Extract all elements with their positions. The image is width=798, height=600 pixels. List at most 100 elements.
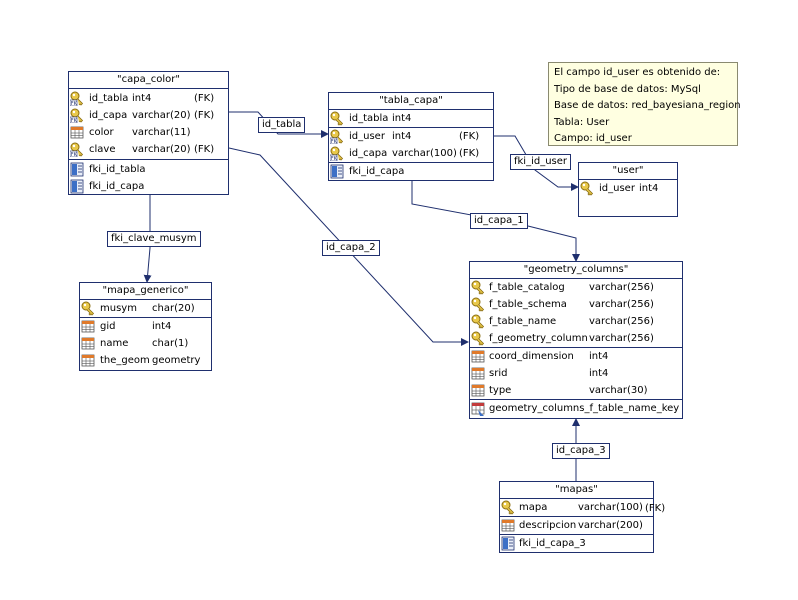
index-row[interactable]: fki_id_tabla: [69, 161, 228, 178]
relation-label-id-capa-3[interactable]: id_capa_3: [552, 443, 610, 459]
table-title: "tabla_capa": [329, 93, 493, 110]
column-row[interactable]: f_table_schema varchar(256): [470, 296, 682, 313]
column-icon: [471, 349, 485, 364]
column-name: gid: [100, 321, 116, 332]
column-key: (FK): [194, 144, 215, 155]
note-line: Tabla: User: [554, 116, 610, 128]
table-title: "mapa_generico": [80, 283, 211, 300]
column-type: varchar(20): [132, 110, 191, 121]
column-name: the_geom: [100, 355, 150, 366]
column-icon: [471, 383, 485, 398]
index-name: fki_id_capa: [89, 181, 145, 192]
column-row[interactable]: musym char(20): [80, 300, 211, 318]
relation-label-id-capa-1[interactable]: id_capa_1: [470, 213, 528, 229]
column-row[interactable]: f_geometry_column varchar(256): [470, 330, 682, 347]
note-line: Base de datos: red_bayesiana_region: [554, 100, 741, 111]
relation-label-fki-id-user[interactable]: fki_id_user: [510, 154, 572, 170]
table-title: "geometry_columns": [470, 262, 682, 279]
column-name: f_table_schema: [489, 299, 567, 310]
key-icon: [580, 181, 594, 196]
column-name: f_table_name: [489, 316, 557, 327]
column-type: varchar(256): [589, 316, 654, 327]
column-name: id_user: [349, 131, 385, 142]
key-icon: [81, 301, 95, 316]
column-key: (FK): [194, 110, 215, 121]
unique-constraint-icon: [471, 401, 485, 416]
index-name: fki_id_capa_3: [519, 538, 586, 549]
table-mapa-generico[interactable]: "mapa_generico" musym char(20) gid int4 …: [79, 282, 212, 371]
column-name: descripcion: [519, 520, 577, 531]
column-row[interactable]: f_table_catalog varchar(256): [470, 279, 682, 296]
column-row[interactable]: gid int4: [80, 318, 211, 335]
column-row[interactable]: id_tabla int4 (FK): [69, 90, 228, 107]
table-title: "mapas": [500, 482, 653, 499]
column-icon: [81, 319, 95, 334]
index-name: fki_id_capa: [349, 166, 405, 177]
column-row[interactable]: mapa varchar(100): [500, 499, 653, 517]
constraint-row[interactable]: geometry_columns_f_table_name_key: [470, 400, 682, 417]
column-key: (FK): [645, 503, 666, 514]
key-fk-icon: [70, 142, 84, 157]
column-key: (FK): [194, 93, 215, 104]
column-row[interactable]: clave varchar(20) (FK): [69, 141, 228, 158]
column-name: id_capa: [349, 148, 388, 159]
table-title: "capa_color": [69, 72, 228, 89]
column-key: (FK): [459, 131, 480, 142]
table-title: "user": [579, 163, 677, 180]
column-type: int4: [392, 113, 412, 124]
column-name: id_user: [599, 183, 635, 194]
column-type: varchar(20): [132, 144, 191, 155]
column-key: (FK): [459, 148, 480, 159]
key-icon: [471, 314, 485, 329]
column-name: color: [89, 127, 114, 138]
column-row[interactable]: descripcion varchar(200): [500, 517, 653, 534]
column-name: id_tabla: [89, 93, 129, 104]
column-type: int4: [392, 131, 412, 142]
column-row[interactable]: f_table_name varchar(256): [470, 313, 682, 330]
column-row[interactable]: id_capa varchar(20) (FK): [69, 107, 228, 124]
column-row[interactable]: coord_dimension int4: [470, 348, 682, 365]
table-tabla-capa[interactable]: "tabla_capa" id_tabla int4 id_user int4 …: [328, 92, 494, 181]
column-row[interactable]: id_user int4: [579, 180, 677, 197]
key-icon: [330, 111, 344, 126]
column-icon: [471, 366, 485, 381]
index-row[interactable]: fki_id_capa_3: [500, 535, 653, 552]
column-row[interactable]: type varchar(30): [470, 382, 682, 399]
key-icon: [471, 331, 485, 346]
column-name: type: [489, 385, 512, 396]
column-type: int4: [589, 351, 609, 362]
column-type: geometry: [152, 355, 201, 366]
relation-label-id-capa-2[interactable]: id_capa_2: [322, 240, 380, 256]
line-fki-id-user: [494, 135, 579, 191]
key-fk-icon: [330, 129, 344, 144]
table-mapas[interactable]: "mapas" mapa varchar(100) descripcion va…: [499, 481, 654, 553]
relation-label-fki-clave-musym[interactable]: fki_clave_musym: [107, 231, 201, 247]
info-note[interactable]: El campo id_user es obtenido de: Tipo de…: [548, 62, 741, 146]
key-fk-icon: [330, 146, 344, 161]
column-name: mapa: [519, 502, 548, 513]
column-row[interactable]: id_user int4 (FK): [329, 128, 493, 145]
index-icon: [70, 179, 84, 194]
relation-label-id-tabla[interactable]: id_tabla: [258, 117, 306, 133]
table-capa-color[interactable]: "capa_color" id_tabla int4 (FK) id_capa …: [68, 71, 229, 195]
column-icon: [70, 125, 84, 140]
column-row[interactable]: name char(1): [80, 335, 211, 352]
table-user[interactable]: "user" id_user int4: [578, 162, 678, 217]
column-icon: [81, 336, 95, 351]
column-row[interactable]: srid int4: [470, 365, 682, 382]
table-geometry-columns[interactable]: "geometry_columns" f_table_catalog varch…: [469, 261, 683, 419]
index-row[interactable]: fki_id_capa: [329, 163, 493, 180]
index-row[interactable]: fki_id_capa: [69, 178, 228, 195]
column-type: char(1): [152, 338, 189, 349]
column-row[interactable]: the_geom geometry: [80, 352, 211, 369]
line-fki-clave-musym: [143, 195, 152, 283]
column-name: srid: [489, 368, 508, 379]
column-type: varchar(256): [589, 333, 654, 344]
column-row[interactable]: id_capa varchar(100) (FK): [329, 145, 493, 162]
key-fk-icon: [70, 108, 84, 123]
column-icon: [501, 518, 515, 533]
column-row[interactable]: color varchar(11): [69, 124, 228, 141]
column-row[interactable]: id_tabla int4: [329, 110, 493, 128]
column-type: int4: [132, 93, 152, 104]
column-name: coord_dimension: [489, 351, 574, 362]
